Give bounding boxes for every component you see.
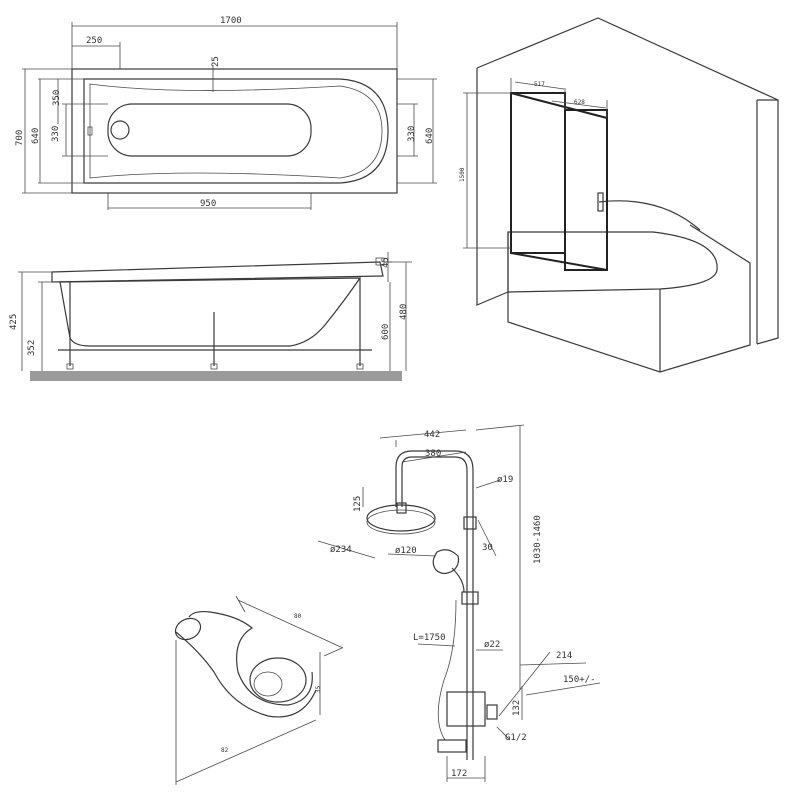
- hand-shower-head: [432, 549, 460, 575]
- rain-shower-head: [366, 504, 436, 532]
- dim-legs-height: 352: [27, 340, 37, 356]
- foot-3: [356, 363, 364, 370]
- holder-iso-view: 80 35 82: [174, 595, 344, 785]
- bath-rim-side: [51, 261, 384, 283]
- dim-rim-width: 25: [211, 56, 221, 67]
- dim-arm-length: 380: [425, 449, 441, 459]
- dim-holder-depth: 80: [294, 613, 302, 620]
- right-wall-edge: [756, 99, 778, 344]
- dim-inlet-thread: G1/2: [505, 733, 527, 743]
- dim-bath-width: 700: [15, 130, 25, 146]
- dim-mixer-depth: 214: [556, 651, 572, 661]
- dim-head-reach: 442: [424, 430, 440, 440]
- dim-drain-area: 350: [52, 90, 62, 106]
- holder-disc-inner: [253, 671, 283, 697]
- holder-disc: [249, 657, 307, 703]
- dim-bottom-length: 950: [200, 199, 216, 209]
- bath-basin: [89, 83, 383, 179]
- dim-rod-diameter: ø22: [484, 640, 500, 650]
- dim-slider-size: 30: [482, 543, 493, 553]
- shower-rod: [401, 456, 468, 760]
- screen-handle: [597, 192, 604, 212]
- dim-height-range: 1030-1460: [533, 515, 543, 564]
- dim-rim-thickness: 45: [381, 257, 391, 268]
- slider-top: [463, 516, 477, 530]
- head-connector: [396, 502, 407, 514]
- foot-2: [210, 363, 218, 370]
- dim-inner-width-right: 640: [425, 128, 435, 144]
- dim-panel-width-2: 628: [574, 99, 585, 106]
- bath-spout: [437, 739, 467, 753]
- dim-panel-width-1: 517: [534, 81, 545, 88]
- overflow-icon: [87, 126, 93, 136]
- dim-height-left: 425: [9, 314, 19, 330]
- screen-panel-2: [564, 109, 608, 271]
- hand-shower-holder: [461, 591, 479, 605]
- holder-spiral-lower: [175, 631, 317, 718]
- bath-far-rim: [598, 200, 701, 231]
- shower-rod-outer: [395, 450, 474, 760]
- bath-outline: [71, 68, 398, 194]
- dim-bath-length: 1700: [220, 16, 242, 26]
- dim-head-offset: 250: [86, 36, 102, 46]
- bath-tub-side: [59, 277, 362, 347]
- rim-cap: [375, 257, 385, 266]
- mixer-knob: [486, 704, 498, 720]
- dim-holder-height: 35: [315, 685, 322, 693]
- dim-total-height: 480: [399, 304, 409, 320]
- dim-mixer-height: 132: [512, 700, 522, 716]
- bath-side-view: 425 352 45 480 600: [9, 252, 412, 381]
- bath-top-view: 1700 250 25 700 640 350 330 330 6: [15, 16, 437, 210]
- dim-mixer-projection: 150+/-: [563, 675, 596, 685]
- holder-spiral-outer: [188, 610, 313, 706]
- dim-head-drop: 125: [353, 496, 363, 512]
- dim-holder-length: 82: [221, 747, 229, 754]
- shower-hose: [437, 599, 457, 741]
- shower-system-view: 442 380 ø19 125 ø234 ø120 30 L=1750 ø22 …: [317, 424, 601, 782]
- bath-inner-rim: [83, 78, 389, 184]
- back-walls: [476, 17, 779, 345]
- hand-shower-handle: [451, 567, 465, 593]
- screen-panel-1: [510, 92, 566, 254]
- bath-screen-iso-view: 517 628 1500: [459, 17, 779, 373]
- floor-line: [30, 371, 402, 381]
- bath-body-iso: [507, 224, 751, 373]
- dim-inner-bottom-left: 330: [51, 126, 61, 142]
- dim-head-diameter: ø234: [330, 545, 352, 555]
- dim-mixer-width: 172: [451, 769, 467, 779]
- bath-bottom-outline: [107, 103, 312, 157]
- bath-inner-iso: [507, 231, 718, 293]
- holder-opening: [174, 617, 202, 641]
- dim-depth: 600: [381, 324, 391, 340]
- dim-inner-width-left: 640: [31, 128, 41, 144]
- dim-hose-length: L=1750: [413, 633, 446, 643]
- dim-screen-height: 1500: [459, 167, 466, 182]
- foot-1: [66, 363, 74, 370]
- drain-icon: [110, 120, 130, 140]
- dim-inner-bottom-right: 330: [407, 126, 417, 142]
- left-wall-edge: [476, 68, 509, 306]
- mixer-body: [446, 691, 486, 727]
- dim-pipe-diameter: ø19: [497, 475, 513, 485]
- dim-hand-shower-diameter: ø120: [395, 546, 417, 556]
